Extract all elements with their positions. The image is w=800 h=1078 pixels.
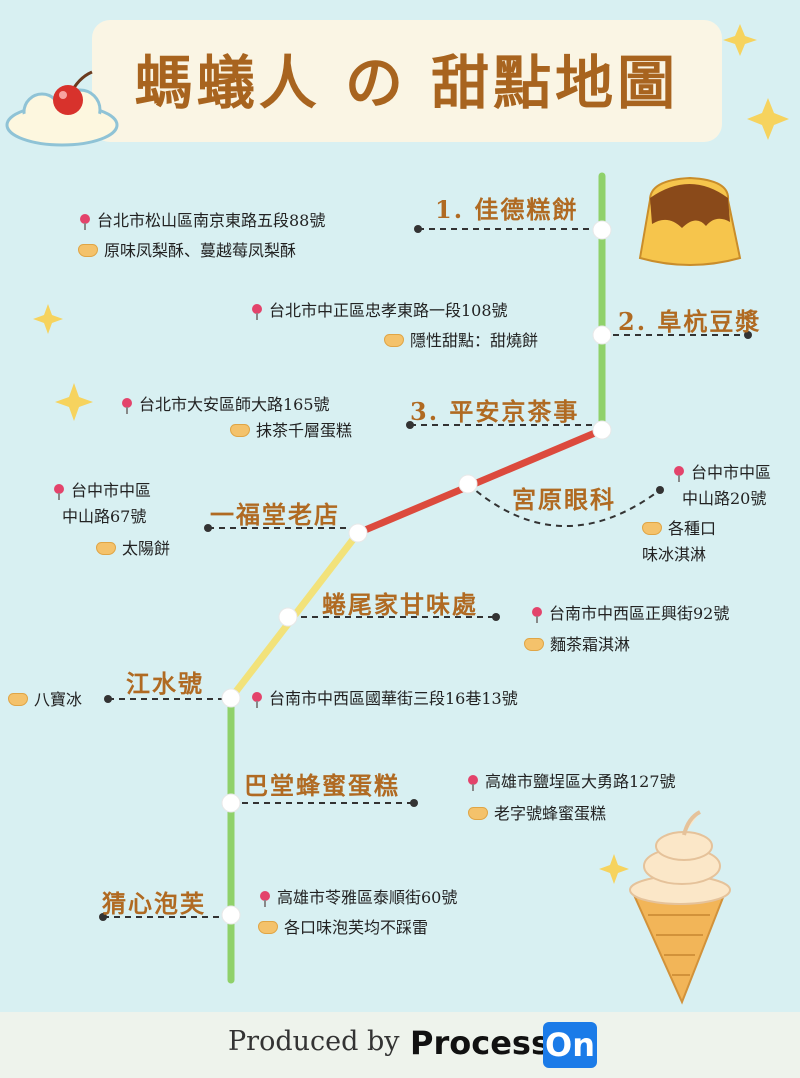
station-name-jiangshui: 江水號 <box>126 669 204 698</box>
address-line-2: 中山路67號 <box>62 507 147 526</box>
pin-icon <box>252 692 262 708</box>
heart-hands-icon <box>96 542 116 555</box>
station-node <box>592 220 612 240</box>
ice-cream-icon <box>629 810 731 1005</box>
address: 台南市中西區正興街92號 <box>532 603 729 625</box>
station-name-jiade: 1. 佳德糕餅 <box>435 195 579 224</box>
heart-hands-icon <box>78 244 98 257</box>
heart-hands-icon <box>384 334 404 347</box>
page-title: 螞蟻人 の 甜點地圖 <box>134 49 680 117</box>
brand-logo-badge: On <box>543 1022 597 1068</box>
station-node <box>458 474 478 494</box>
pin-icon <box>532 607 542 623</box>
address-line-2: 中山路20號 <box>682 489 767 508</box>
address: 台南市中西區國華街三段16巷13號 <box>252 688 518 710</box>
address: 台中市中區 <box>54 480 151 502</box>
heart-hands-icon <box>8 693 28 706</box>
featured-item: 各口味泡芙均不踩雷 <box>258 917 428 939</box>
featured-item: 老字號蜂蜜蛋糕 <box>468 803 606 825</box>
featured-item: 麵茶霜淇淋 <box>524 634 630 656</box>
station-name-caixin: 猜心泡芙 <box>102 889 206 918</box>
brand-logo-text: Process <box>410 1024 550 1062</box>
address: 高雄市鹽埕區大勇路127號 <box>468 771 676 793</box>
station-node <box>221 793 241 813</box>
station-name-quanweijia: 蜷尾家甘味處 <box>322 590 478 619</box>
heart-hands-icon <box>258 921 278 934</box>
pin-icon <box>80 214 90 230</box>
station-node <box>221 688 241 708</box>
line-segment-taichung <box>356 426 604 537</box>
featured-item: 太陽餅 <box>96 538 170 560</box>
address: 台北市大安區師大路165號 <box>122 394 330 416</box>
address: 高雄市苓雅區泰順街60號 <box>260 887 457 909</box>
station-node <box>221 905 241 925</box>
produced-by-label: Produced by <box>228 1026 400 1057</box>
station-node <box>348 523 368 543</box>
cherry-cloud-icon <box>5 70 119 147</box>
station-node <box>278 607 298 627</box>
heart-hands-icon <box>642 522 662 535</box>
heart-hands-icon <box>468 807 488 820</box>
featured-item: 原味凤梨酥、蔓越莓凤梨酥 <box>78 240 296 262</box>
pin-icon <box>252 304 262 320</box>
pin-icon <box>54 484 64 500</box>
station-name-batang: 巴堂蜂蜜蛋糕 <box>244 771 400 800</box>
station-node <box>592 420 612 440</box>
sparkle-icon <box>33 24 789 884</box>
footer <box>0 1012 800 1078</box>
pin-icon <box>468 775 478 791</box>
station-name-fuhang: 2. 阜杭豆漿 <box>618 307 762 336</box>
featured-item: 各種口 <box>642 518 716 540</box>
pin-icon <box>674 466 684 482</box>
station-name-heian: 3. 平安京茶事 <box>410 397 580 426</box>
title-banner <box>92 20 722 142</box>
featured-item: 抹茶千層蛋糕 <box>230 420 352 442</box>
address: 台中市中區 <box>674 462 771 484</box>
featured-item: 隱性甜點：甜燒餅 <box>384 330 538 352</box>
pin-icon <box>260 891 270 907</box>
address: 台北市中正區忠孝東路一段108號 <box>252 300 508 322</box>
heart-hands-icon <box>524 638 544 651</box>
heart-hands-icon <box>230 424 250 437</box>
featured-item-line-2: 味冰淇淋 <box>642 545 707 564</box>
station-name-yifutang: 一福堂老店 <box>210 500 340 529</box>
pin-icon <box>122 398 132 414</box>
station-name-miyahara: 宮原眼科 <box>512 485 616 514</box>
pudding-icon <box>638 176 742 266</box>
station-node <box>592 325 612 345</box>
address: 台北市松山區南京東路五段88號 <box>80 210 325 232</box>
featured-item: 八寶冰 <box>8 689 82 711</box>
